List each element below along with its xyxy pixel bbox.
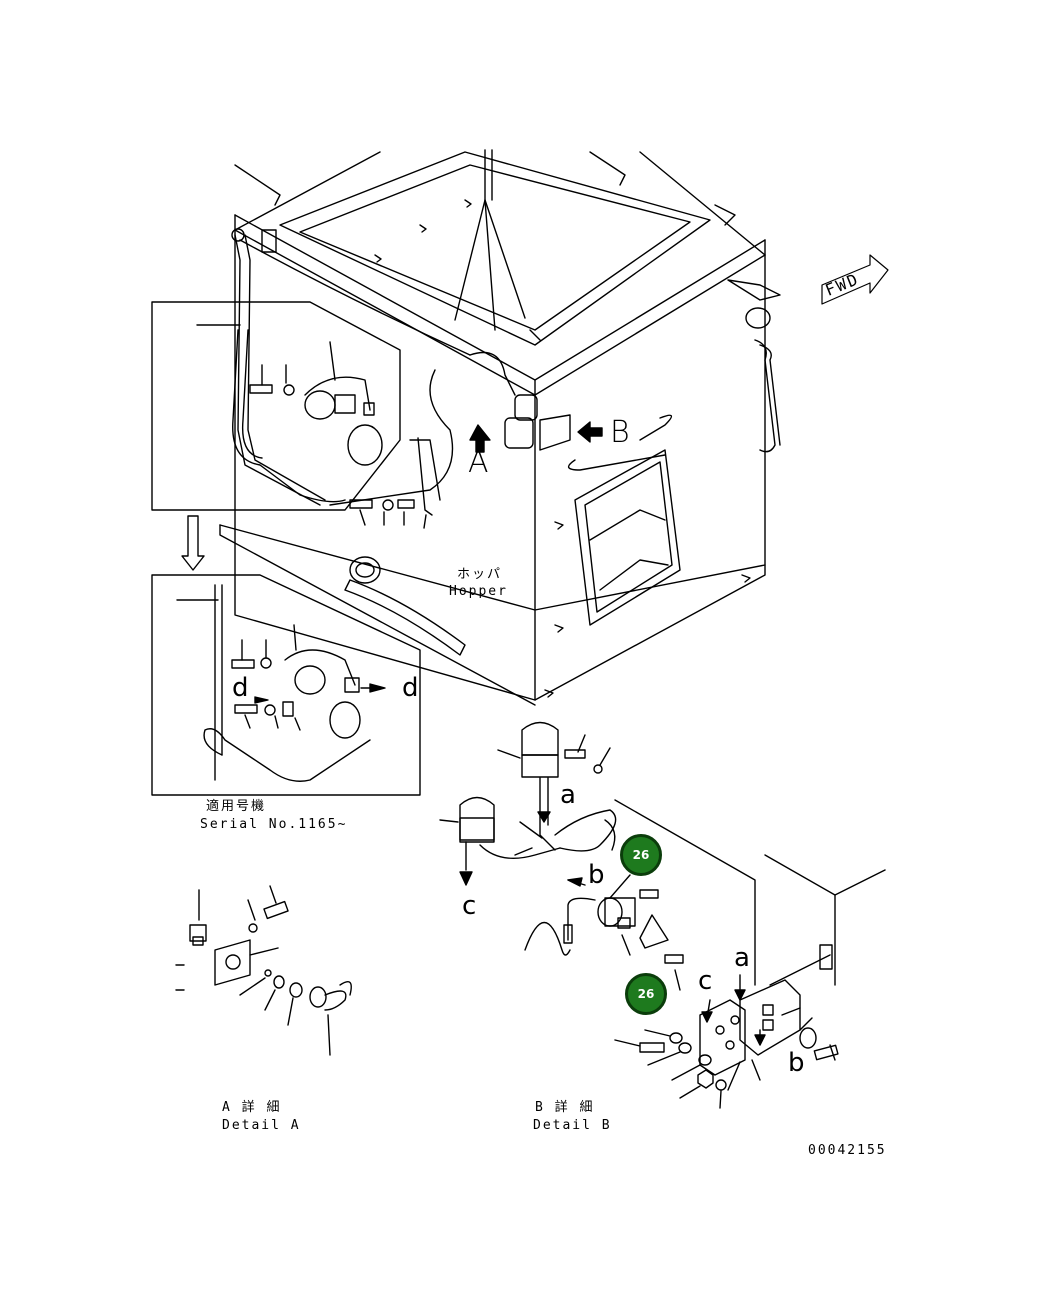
hopper-label-jp: ホッパ xyxy=(457,567,503,582)
callout-26-lower[interactable]: 26 xyxy=(625,973,667,1015)
mark-b-lower: b xyxy=(788,1048,805,1078)
mark-c-lower: c xyxy=(698,966,713,996)
detail-a-title-en: Detail A xyxy=(222,1118,301,1133)
serial-label-jp: 適用号機 xyxy=(206,799,267,814)
detail-a-title-jp: A 詳 細 xyxy=(222,1100,282,1115)
view-a-label: A xyxy=(468,445,489,480)
detail-b-title-jp: B 詳 細 xyxy=(535,1100,595,1115)
callout-26-upper[interactable]: 26 xyxy=(620,834,662,876)
mark-a-upper: a xyxy=(560,780,576,810)
view-b-label: B xyxy=(610,415,630,450)
mark-b-upper: b xyxy=(588,860,605,890)
hopper-label-en: Hopper xyxy=(449,584,508,599)
hopper-body xyxy=(220,150,888,705)
detail-box-serial xyxy=(152,575,420,795)
mark-a-lower: a xyxy=(734,943,750,973)
mark-d-left: d xyxy=(232,673,249,703)
detail-b-title-en: Detail B xyxy=(533,1118,612,1133)
serial-label-en: Serial No.1165~ xyxy=(200,817,348,832)
detail-b-drawing xyxy=(440,723,885,1109)
detail-a-drawing xyxy=(176,886,351,1055)
detail-box-upper xyxy=(152,302,440,528)
mark-d-right: d xyxy=(402,673,419,703)
mark-c-upper: c xyxy=(462,891,477,921)
drawing-number: 00042155 xyxy=(808,1143,887,1158)
down-arrow xyxy=(182,516,204,570)
